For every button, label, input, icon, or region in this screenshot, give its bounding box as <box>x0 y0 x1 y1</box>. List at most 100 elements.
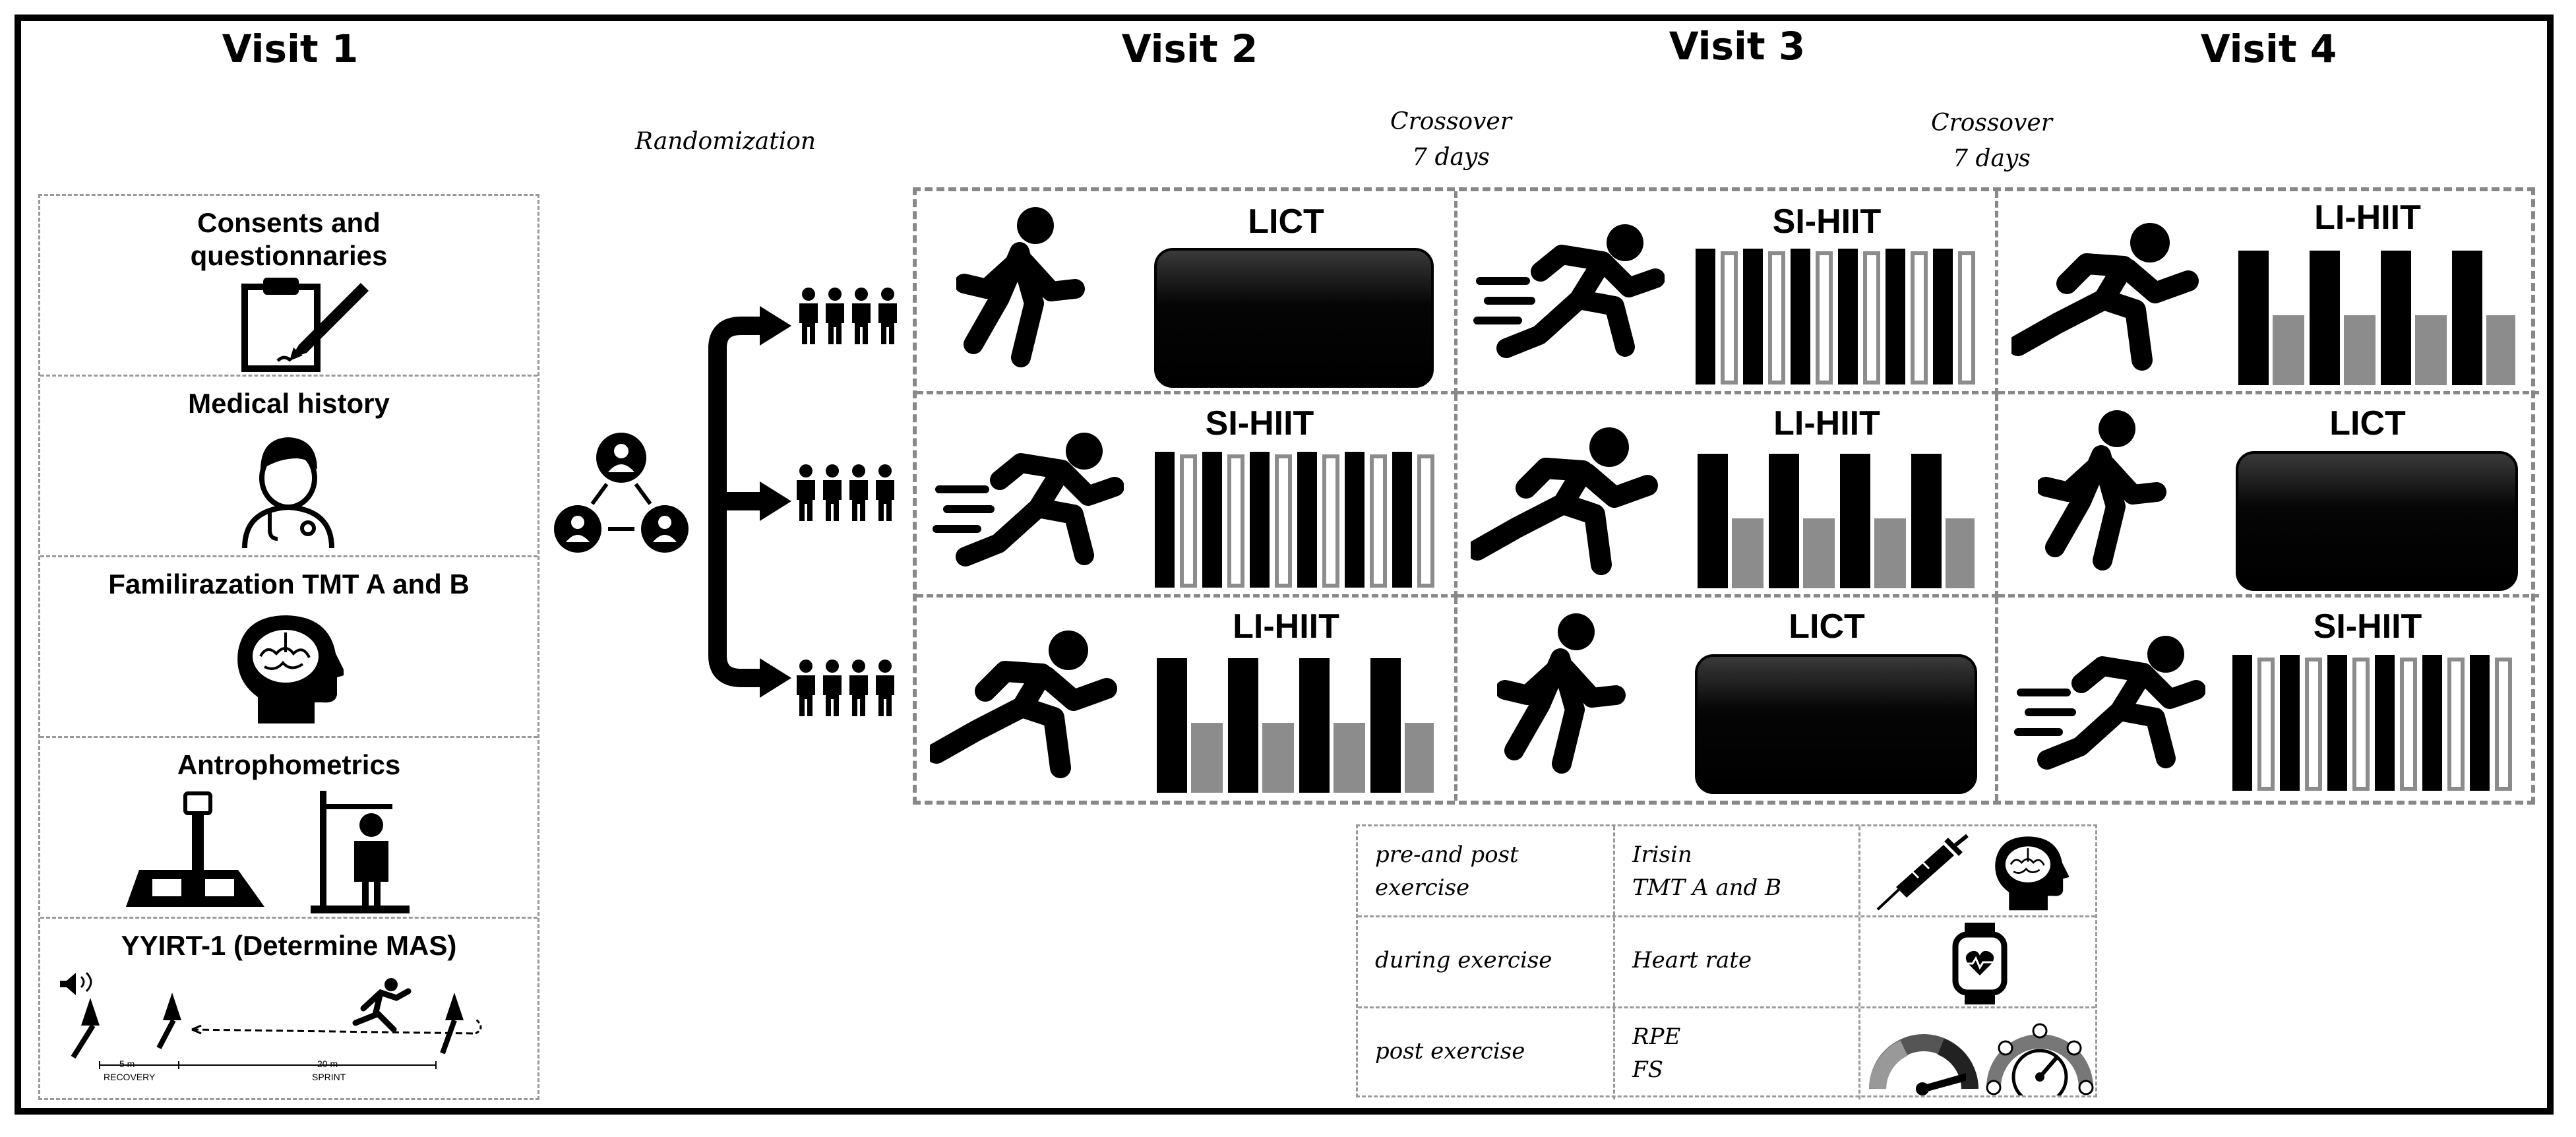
step-consents-title-line1: Consents and <box>197 207 381 238</box>
measurement-timing: pre-and post exercise <box>1358 826 1615 915</box>
measurement-variable-irisin: Irisin <box>1632 842 1692 868</box>
continuous-training-block <box>1154 248 1434 388</box>
grid-row1-visit2: LICT <box>917 191 1457 394</box>
protocol-label: SI-HIIT <box>1205 404 1314 443</box>
recovery-interval-bar <box>1180 454 1197 588</box>
measurements-table: pre-and post exercise Irisin TMT A and B <box>1356 824 2099 1099</box>
recovery-interval-bar <box>1262 723 1294 793</box>
si-hiit-interval-bars <box>1696 249 1975 384</box>
measurement-variable-heart-rate: Heart rate <box>1632 947 1752 973</box>
work-interval-bar <box>1743 249 1763 384</box>
brain-head-icon <box>237 615 344 723</box>
work-interval-bar <box>1698 454 1728 588</box>
measurement-icons <box>1860 917 2099 1006</box>
recovery-interval-bar <box>1191 723 1223 793</box>
crossover-note-2: Crossover 7 days <box>1860 106 2124 177</box>
randomization-group-icon <box>554 433 689 553</box>
protocol-label: LICT <box>1248 202 1324 241</box>
continuous-training-block <box>2236 451 2518 591</box>
recovery-interval-bar <box>1863 251 1880 384</box>
recovery-interval-bar <box>2305 658 2322 791</box>
yyirt-left-distance: 5 m <box>119 1059 135 1069</box>
step-familiarization: Familirazation TMT A and B <box>40 557 537 738</box>
measurement-variable-tmt: TMT A and B <box>1632 875 1782 901</box>
recovery-interval-bar <box>1370 454 1387 588</box>
recovery-interval-bar <box>1816 251 1833 384</box>
protocol-label: LICT <box>2329 404 2406 443</box>
work-interval-bar <box>2470 655 2490 791</box>
measurement-variables: RPE FS <box>1615 1008 1860 1099</box>
recovery-interval-bar <box>1732 518 1763 588</box>
recovery-interval-bar <box>2400 658 2417 791</box>
sprinting-runner-icon <box>933 426 1124 571</box>
visit-1-heading: Visit 1 <box>222 26 359 71</box>
recovery-interval-bar <box>1417 454 1434 588</box>
brain-head-icon <box>1995 836 2069 911</box>
work-interval-bar <box>2422 655 2442 791</box>
work-interval-bar <box>1911 454 1942 588</box>
measurement-variable-rpe: RPE <box>1632 1024 1681 1050</box>
work-interval-bar <box>1886 249 1905 384</box>
step-consents-title: Consents and questionnaries <box>40 206 537 272</box>
arrow-head-top <box>760 306 791 346</box>
grid-row3-visit4: SI-HIIT <box>1998 598 2539 801</box>
measurement-variables: Irisin TMT A and B <box>1615 826 1860 915</box>
yyirt-right-distance: 20 m <box>317 1059 338 1069</box>
step-medical-history-title: Medical history <box>188 388 390 419</box>
protocol-label: LI-HIIT <box>2314 199 2421 237</box>
walking-runner-icon <box>1497 612 1629 784</box>
li-hiit-interval-bars <box>1698 454 1975 588</box>
participant-group-1-icon <box>799 288 897 344</box>
recovery-interval-bar <box>1405 723 1434 793</box>
li-hiit-interval-bars <box>1157 658 1434 793</box>
stadiometer-icon <box>311 791 410 913</box>
step-familiarization-title: Familirazation TMT A and B <box>108 568 470 599</box>
yyirt-left-label: RECOVERY <box>104 1072 156 1082</box>
step-medical-history: Medical history <box>40 377 537 557</box>
protocol-grid: LICT SI-HIIT LI-HIIT SI-HIIT LI-HIIT LIC… <box>913 187 2539 805</box>
protocol-label: SI-HIIT <box>1772 202 1882 241</box>
visit-1-panel: Consents and questionnaries Medical hist… <box>38 194 539 1100</box>
protocol-label: LICT <box>1789 607 1865 646</box>
work-interval-bar <box>1345 452 1365 588</box>
recovery-interval-bar <box>1946 518 1975 588</box>
step-consents-title-line2: questionnaries <box>190 240 388 271</box>
measurement-row-post: post exercise RPE FS <box>1358 1008 2095 1099</box>
recovery-interval-bar <box>2415 315 2447 385</box>
recovery-interval-bar <box>1275 454 1292 588</box>
step-anthropometrics-title: Antrophometrics <box>177 749 401 780</box>
recovery-interval-bar <box>2273 315 2304 385</box>
work-interval-bar <box>1155 452 1175 588</box>
grid-row2-visit4: LICT <box>1998 394 2539 598</box>
continuous-training-block <box>1695 654 1977 794</box>
grid-row3-visit3: LICT <box>1457 598 1998 801</box>
visit-2-heading: Visit 2 <box>1121 26 1258 71</box>
clipboard-pen-icon <box>241 278 369 372</box>
work-interval-bar <box>1228 658 1258 793</box>
protocol-label: LI-HIIT <box>1773 404 1880 443</box>
work-interval-bar <box>1297 452 1317 588</box>
recovery-interval-bar <box>1334 723 1365 793</box>
running-runner-icon <box>1471 425 1662 576</box>
work-interval-bar <box>1202 452 1222 588</box>
body-composition-scale-icon <box>126 791 264 907</box>
recovery-interval-bar <box>2344 315 2376 385</box>
visit-4-heading: Visit 4 <box>2200 26 2337 71</box>
recovery-interval-bar <box>1227 454 1244 588</box>
crossover-1-line1: Crossover <box>1390 108 1512 135</box>
work-interval-bar <box>2452 251 2482 385</box>
si-hiit-interval-bars <box>2232 655 2512 791</box>
work-interval-bar <box>1299 658 1330 793</box>
li-hiit-interval-bars <box>2238 251 2515 385</box>
work-interval-bar <box>2232 655 2252 791</box>
recovery-interval-bar <box>2352 658 2370 791</box>
grid-row1-visit3: SI-HIIT <box>1457 191 1998 394</box>
arrow-head-middle <box>760 481 791 521</box>
work-interval-bar <box>2327 655 2347 791</box>
shuttle-run-icon <box>60 971 482 1069</box>
smartwatch-heart-icon <box>1952 923 2008 1004</box>
work-interval-bar <box>1791 249 1810 384</box>
recovery-interval-bar <box>2447 658 2465 791</box>
grid-row3-visit2: LI-HIIT <box>917 598 1457 801</box>
work-interval-bar <box>2238 251 2269 385</box>
